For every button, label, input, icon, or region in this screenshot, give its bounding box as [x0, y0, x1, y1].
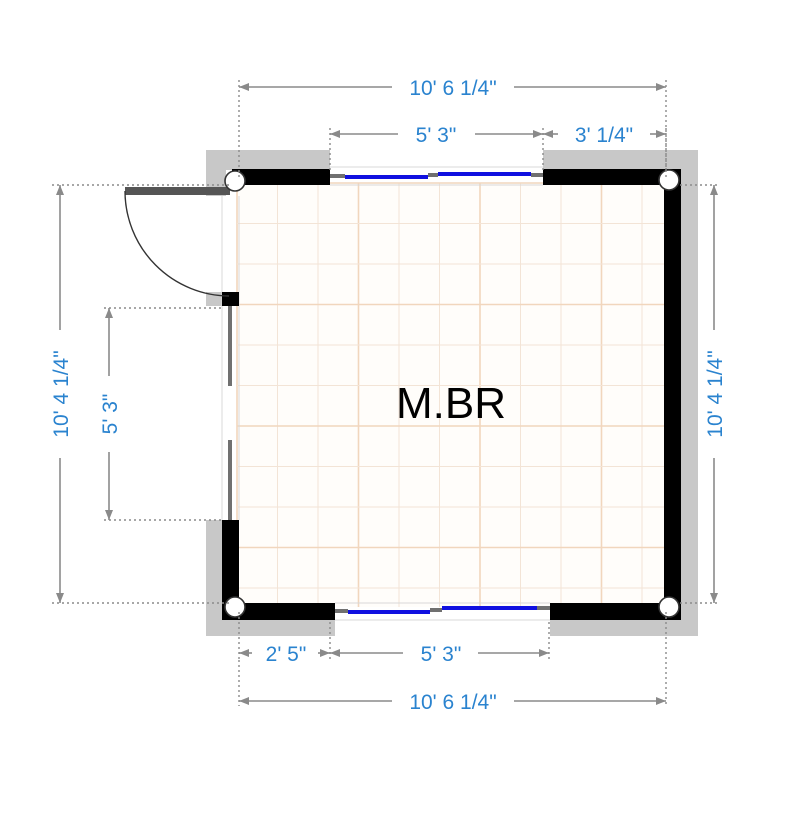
- wall-bottom-left: [222, 603, 335, 620]
- corner-bottom-left: [224, 596, 246, 618]
- door-leaf: [125, 187, 230, 195]
- dimension-right-overall-text: 10' 4 1/4": [704, 350, 727, 437]
- dimension-bottom-window-text: 5' 3": [421, 643, 462, 666]
- wall-top-right: [543, 169, 678, 185]
- dimension-left-opening: 5' 3": [99, 307, 224, 521]
- dimension-top-window: 5' 3": [329, 124, 544, 172]
- room-label: M.BR: [396, 379, 506, 428]
- corner-top-left: [224, 170, 246, 192]
- dimension-top-overall-text: 10' 6 1/4": [409, 77, 496, 100]
- dimension-top-right-segment-text: 3' 1/4": [575, 124, 633, 147]
- floor-grid: [236, 182, 667, 607]
- dimension-top-overall: 10' 6 1/4": [238, 77, 667, 178]
- exterior-wall-band: [206, 150, 698, 636]
- door-swing-arc: [124, 190, 230, 297]
- dimension-bottom-overall-text: 10' 6 1/4": [409, 691, 496, 714]
- walls: [222, 169, 681, 620]
- dimension-bottom-overall: 10' 6 1/4": [238, 612, 667, 714]
- dimension-left-opening-text: 5' 3": [99, 394, 122, 435]
- dimension-right-overall: 10' 4 1/4": [680, 184, 727, 604]
- dimension-left-overall-text: 10' 4 1/4": [50, 350, 73, 437]
- corner-bottom-right: [658, 596, 680, 618]
- opening-outlines: [221, 166, 550, 621]
- wall-left-stub: [222, 292, 239, 306]
- window-top: [330, 172, 543, 179]
- dimension-top-window-text: 5' 3": [416, 124, 457, 147]
- dimension-left-overall: 10' 4 1/4": [50, 184, 230, 604]
- wall-left-lower: [222, 520, 239, 620]
- corner-top-right: [658, 169, 680, 191]
- wall-right: [664, 169, 681, 620]
- dimension-bottom-window: 5' 3": [330, 622, 550, 666]
- wall-bottom-right: [550, 603, 681, 620]
- corner-markers: [224, 169, 680, 618]
- dimension-top-right-segment: 3' 1/4": [543, 124, 667, 172]
- window-bottom: [335, 606, 550, 614]
- dimension-bottom-left-segment-text: 2' 5": [266, 643, 307, 666]
- wall-top-left: [232, 169, 330, 185]
- door: [124, 187, 230, 297]
